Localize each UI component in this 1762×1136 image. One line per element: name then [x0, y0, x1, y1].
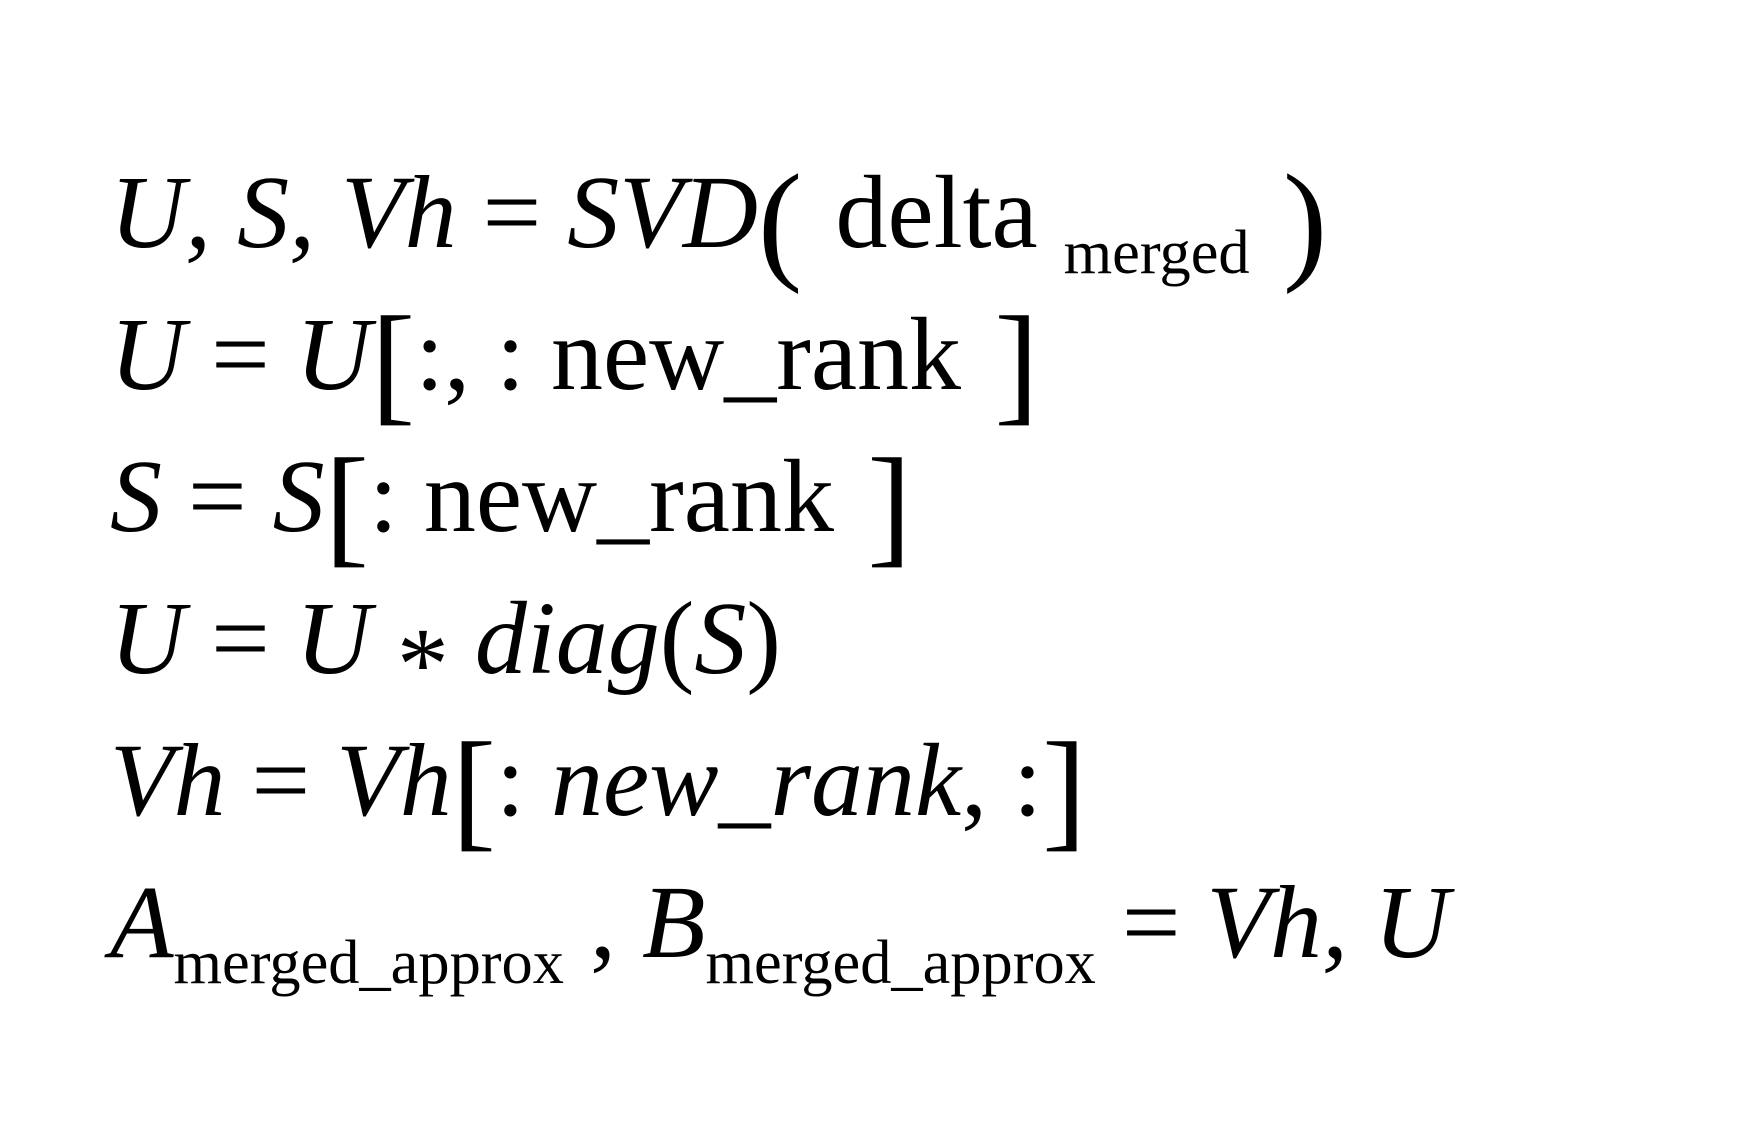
- math-var: new_rank: [550, 723, 962, 838]
- math-operator: =: [185, 297, 296, 412]
- math-subscript: merged: [1063, 218, 1250, 288]
- math-var: diag: [474, 581, 660, 696]
- math-var: S: [272, 439, 325, 554]
- math-var: A: [110, 865, 174, 980]
- math-big-delimiter: ]: [1042, 714, 1087, 863]
- math-var: U: [295, 297, 371, 412]
- math-asterisk-operator: *: [370, 607, 475, 722]
- math-var: U: [110, 297, 186, 412]
- math-big-delimiter: (: [757, 146, 836, 295]
- equation-line-vh-slice: Vh = Vh[: new_rank, :]: [6, 568, 1756, 855]
- math-operator: :: [368, 439, 424, 554]
- math-operator: =: [456, 155, 568, 270]
- math-paren: (: [659, 581, 695, 696]
- math-operator: ,: [563, 865, 642, 980]
- math-var: Vh, U: [1206, 865, 1450, 980]
- equation-block: U, S, Vh = SVD( delta merged ) U = U[:, …: [6, 0, 1756, 994]
- math-word: new_rank: [551, 297, 962, 412]
- math-operator: =: [1095, 865, 1207, 980]
- equation-line-s-slice: S = S [: new_rank ]: [6, 284, 1756, 571]
- math-big-delimiter: [: [370, 288, 416, 437]
- equation-line-svd: U, S, Vh = SVD( delta merged ): [6, 0, 1756, 287]
- math-word: new_rank: [423, 439, 834, 554]
- math-operator: =: [225, 723, 337, 838]
- math-var: B: [641, 865, 706, 980]
- math-subscript: merged_approx: [705, 928, 1096, 998]
- math-big-delimiter: [: [324, 430, 369, 579]
- math-var: Vh: [110, 723, 226, 838]
- equation-line-u-diag: U = U * diag(S): [6, 426, 1756, 717]
- math-operator: =: [162, 439, 273, 554]
- math-var: S: [110, 439, 162, 554]
- math-operator: , :: [961, 723, 1043, 838]
- math-big-delimiter: ]: [833, 430, 912, 579]
- math-subscript: merged_approx: [173, 928, 564, 998]
- math-big-delimiter: ): [1249, 146, 1328, 295]
- math-var: U, S, Vh: [110, 155, 457, 270]
- math-var: SVD: [567, 155, 758, 270]
- math-word: delta: [835, 155, 1064, 270]
- math-big-delimiter: [: [451, 714, 497, 863]
- math-var: Vh: [336, 723, 452, 838]
- math-var: U: [110, 581, 186, 696]
- math-big-delimiter: ]: [961, 288, 1039, 437]
- math-operator: :, :: [415, 297, 551, 412]
- math-var: S: [694, 581, 747, 696]
- math-operator: =: [185, 581, 296, 696]
- math-operator: :: [496, 723, 551, 838]
- math-var: U: [295, 581, 371, 696]
- math-paren: ): [746, 581, 782, 696]
- equation-line-u-slice: U = U[:, : new_rank ]: [6, 142, 1756, 429]
